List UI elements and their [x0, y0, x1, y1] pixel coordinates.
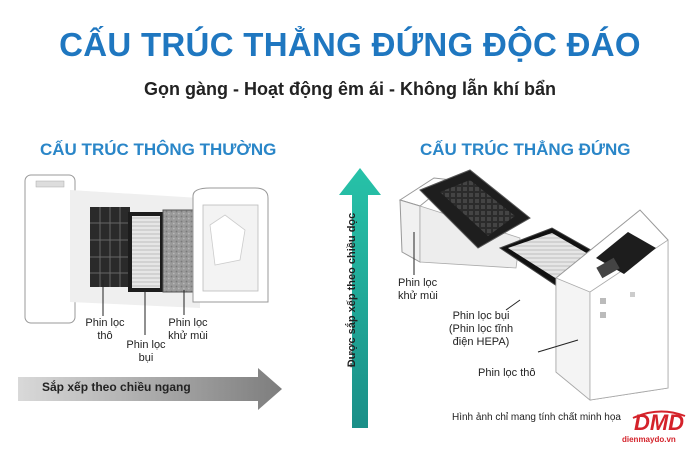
page-title: CẤU TRÚC THẲNG ĐỨNG ĐỘC ĐÁO	[59, 26, 641, 63]
label-dust-filter-right: Phin lọc bụi (Phin lọc tĩnh điện HEPA)	[436, 310, 526, 349]
illustration-disclaimer: Hình ảnh chỉ mang tính chất minh họa	[452, 412, 621, 423]
vertical-purifier-illustration	[398, 169, 669, 401]
section-title-conventional: CẤU TRÚC THÔNG THƯỜNG	[40, 140, 277, 159]
label-dust-filter-right-text: Phin lọc bụi (Phin lọc tĩnh điện HEPA)	[448, 310, 514, 348]
horizontal-arrow-text: Sắp xếp theo chiều ngang	[42, 380, 191, 394]
purifier-body-right	[555, 209, 669, 401]
conventional-purifier-illustration	[24, 174, 269, 324]
vertical-arrow-text: Được sắp xếp theo chiều dọc	[346, 212, 358, 368]
label-dust-filter-left-text: Phin lọc bụi	[126, 339, 166, 364]
label-coarse-filter-right-text: Phin lọc thô	[478, 367, 536, 379]
label-coarse-filter-left: Phin lọc thô	[80, 317, 130, 343]
section-title-vertical: CẤU TRÚC THẲNG ĐỨNG	[420, 140, 631, 159]
coarse-filter-left	[90, 207, 130, 287]
label-deodor-filter-left-text: Phin lọc khử mùi	[168, 317, 208, 342]
pointer-lines-left	[102, 280, 185, 335]
label-deodor-filter-right-text: Phin lọc khử mùi	[398, 277, 438, 302]
horizontal-arrow	[18, 368, 282, 410]
vertical-arrow	[339, 168, 381, 428]
label-deodor-filter-right: Phin lọc khử mùi	[398, 277, 458, 303]
label-coarse-filter-right: Phin lọc thô	[478, 367, 558, 380]
label-dust-filter-left: Phin lọc bụi	[121, 339, 171, 365]
dust-filter-left	[128, 212, 164, 292]
page-subtitle: Gọn gàng - Hoạt động êm ái - Không lẫn k…	[144, 79, 556, 99]
label-deodor-filter-left: Phin lọc khử mùi	[160, 317, 216, 343]
dmd-logo: DMD	[632, 410, 686, 435]
pointer-lines-right	[413, 232, 579, 353]
deodor-filter-tray-right	[398, 169, 531, 269]
brand-site: dienmaydo.vn	[622, 435, 676, 444]
label-coarse-filter-left-text: Phin lọc thô	[85, 317, 125, 342]
